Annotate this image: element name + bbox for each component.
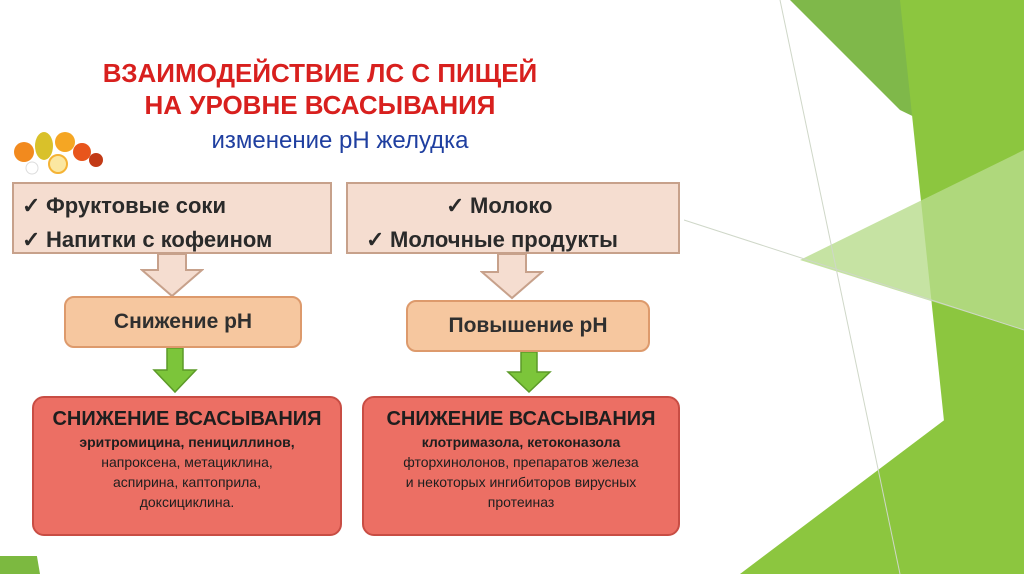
left-source-label-2: Напитки с кофеином [46,227,273,252]
left-source-box: ✓ Фруктовые соки ✓ Напитки с кофеином [12,182,332,254]
right-result-line-3: протеиназ [487,494,555,510]
right-ph-box: Повышение рН [406,300,650,352]
fruit-image [10,118,104,180]
left-ph-label: Снижение рН [113,310,253,333]
left-result-line-3: доксициклина. [139,494,235,510]
right-source-box: ✓ Молоко ✓ Молочные продукты [346,182,680,254]
right-ph-label: Повышение рН [448,314,608,337]
left-result-box: СНИЖЕНИЕ ВСАСЫВАНИЯ эритромицина, пеници… [32,396,342,536]
left-result-heading: СНИЖЕНИЕ ВСАСЫВАНИЯ [52,408,322,430]
right-result-line-2: и некоторых ингибиторов вирусных [405,474,637,490]
left-ph-box: Снижение рН [64,296,302,348]
subtitle: изменение рН желудка [211,127,469,154]
bg-line-2 [683,219,1024,331]
title-line-1: ВЗАИМОДЕЙСТВИЕ ЛС С ПИЩЕЙ [102,58,538,88]
bg-line-1 [779,0,901,574]
left-result-line-1: напроксена, метациклина, [101,454,273,470]
bg-green-shape-3 [800,150,1024,330]
bg-green-shape-4 [740,360,1024,574]
right-source-item-1: ✓ Молоко [356,189,670,223]
check-icon: ✓ [22,227,41,252]
right-result-box: СНИЖЕНИЕ ВСАСЫВАНИЯ клотримазола, кетоко… [362,396,680,536]
right-result-heading: СНИЖЕНИЕ ВСАСЫВАНИЯ [386,408,656,430]
left-result-line-2: аспирина, каптоприла, [113,474,261,490]
left-source-item-2: ✓ Напитки с кофеином [22,223,322,257]
right-source-label-2: Молочные продукты [390,227,618,252]
check-icon: ✓ [446,193,465,218]
left-source-item-1: ✓ Фруктовые соки [22,189,322,223]
left-source-label-1: Фруктовые соки [46,193,226,218]
right-green-arrow [506,352,552,394]
right-result-line-1: фторхинолонов, препаратов железа [403,454,639,470]
right-source-item-2: ✓ Молочные продукты [356,223,670,257]
left-green-arrow [152,348,198,394]
title-line-2: НА УРОВНЕ ВСАСЫВАНИЯ [144,90,496,120]
right-hollow-arrow [480,254,544,300]
check-icon: ✓ [366,227,385,252]
check-icon: ✓ [22,193,41,218]
left-result-bold-line: эритромицина, пенициллинов, [79,434,295,450]
right-source-label-1: Молоко [470,193,553,218]
left-hollow-arrow [140,254,204,298]
right-result-bold-line: клотримазола, кетоконазола [421,434,621,450]
